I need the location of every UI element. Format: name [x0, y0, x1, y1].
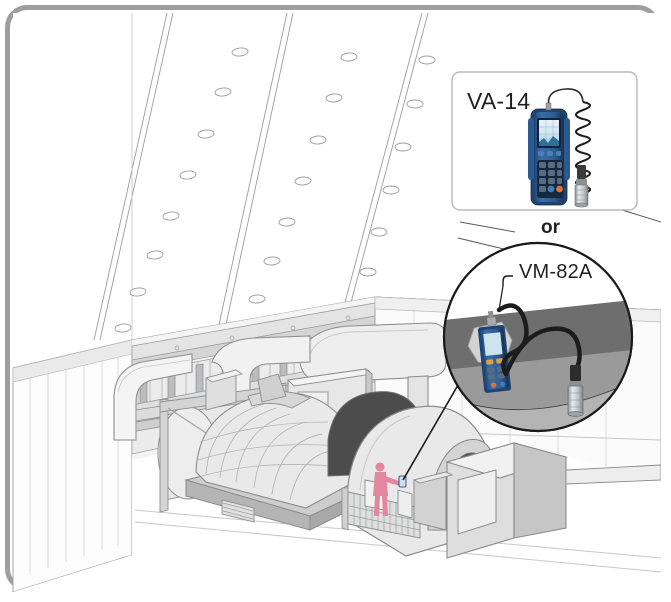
va14-leader-lines-group: [457, 209, 661, 251]
vm82a-device: [477, 310, 512, 393]
left-wall-group: [12, 339, 133, 592]
scene-drawing: [12, 12, 661, 592]
technician-figure-group: [373, 462, 407, 516]
or-label: or: [541, 217, 560, 238]
vm82a-circle-callout: [442, 241, 634, 433]
va14-device-group: [528, 88, 592, 208]
figure-artboard: VA-14 or VM-82A: [10, 10, 661, 592]
floor-cabinet-group: [412, 442, 661, 559]
va14-label: VA-14: [467, 88, 531, 114]
vm82a-label: VM-82A: [519, 261, 593, 283]
leader-lines-group: [402, 384, 459, 481]
vaulted-enclosure-group: [184, 369, 372, 531]
